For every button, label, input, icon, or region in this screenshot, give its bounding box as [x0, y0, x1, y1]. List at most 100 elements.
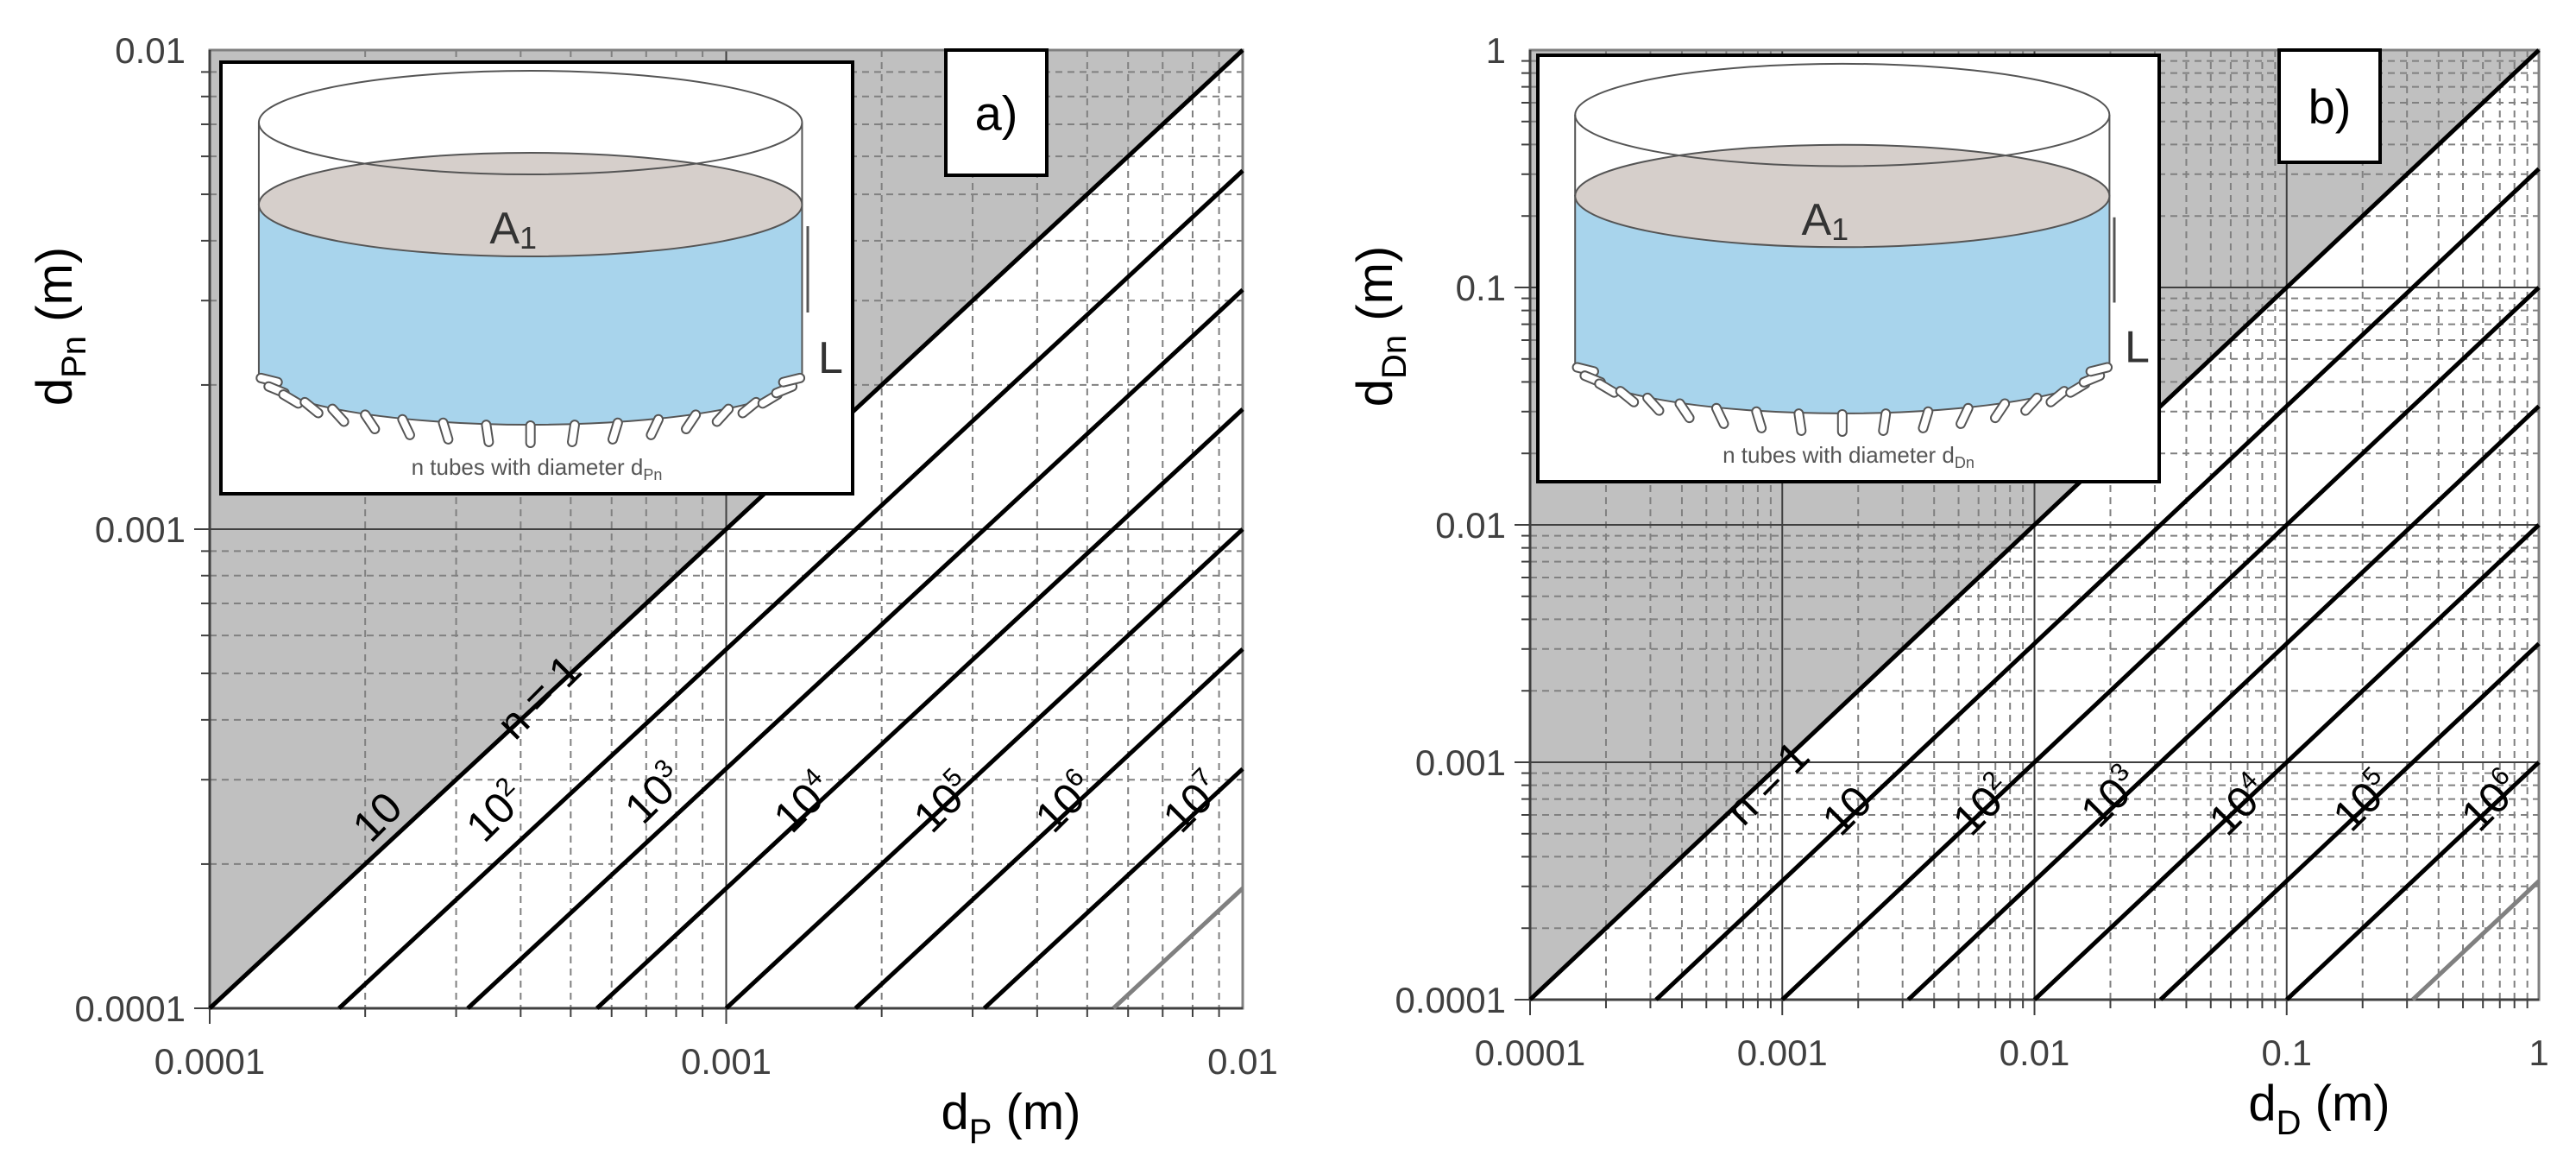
area-label-sub: 1: [1831, 211, 1849, 247]
x-axis-label-sub: P: [969, 1113, 992, 1149]
panel-badge-box: [944, 48, 1049, 177]
outlet-tube: [737, 396, 762, 419]
y-tick-label: 0.001: [95, 509, 186, 550]
series-line-10000: [724, 527, 1244, 1010]
outlet-tube: [681, 409, 702, 434]
x-tick-label: 0.001: [1737, 1032, 1828, 1073]
x-axis-label: dP (m): [941, 1084, 1080, 1149]
x-tick-label: 0.0001: [154, 1041, 265, 1082]
y-tick-label: 1: [1486, 30, 1506, 71]
outlet-tube: [1710, 402, 1729, 429]
series-line-1000000: [982, 767, 1244, 1010]
area-label: A1: [1801, 195, 1849, 247]
outlet-tube: [1990, 398, 2011, 424]
outlet-tube: [360, 409, 381, 434]
panel-label: b): [2308, 79, 2352, 134]
series-line-1000: [1906, 404, 2541, 1001]
y-axis-label-sub: Dn: [1376, 335, 1414, 379]
outlet-tube: [1615, 386, 1640, 407]
outlet-tube: [646, 414, 664, 440]
x-axis-label: dD (m): [2248, 1076, 2390, 1142]
y-tick-label: 0.001: [1415, 742, 1506, 783]
series-line-10: [337, 168, 1244, 1010]
x-tick-label: 0.0001: [1475, 1032, 1585, 1073]
x-axis-label-main: d: [941, 1084, 968, 1140]
series-line-10000000: [2411, 879, 2541, 1001]
inset-caption-sub: Pn: [643, 466, 662, 483]
x-tick-label: 0.001: [681, 1041, 772, 1082]
outlet-tube: [1674, 398, 1695, 424]
area-label-sub: 1: [520, 220, 537, 256]
outlet-tube: [566, 420, 580, 447]
area-label-main: A: [1801, 195, 1831, 245]
area-label-main: A: [489, 204, 520, 254]
y-axis-label-sub: Pn: [55, 336, 93, 378]
outlet-tube: [1793, 408, 1807, 436]
y-tick-label: 0.0001: [1395, 980, 1506, 1020]
x-tick-label: 1: [2529, 1032, 2548, 1073]
x-axis-label-sub: D: [2277, 1104, 2302, 1142]
outlet-tube: [1918, 406, 1934, 433]
outlet-tube: [711, 403, 734, 427]
series-line-100000: [853, 647, 1244, 1010]
inset-caption-main: n tubes with diameter d: [412, 454, 644, 480]
outlet-tube: [438, 417, 454, 445]
length-label: L: [2125, 323, 2150, 373]
inset-caption-main: n tubes with diameter d: [1723, 442, 1955, 468]
x-tick-label: 0.1: [2262, 1032, 2312, 1073]
series-label-1000: 103: [615, 754, 694, 832]
y-tick-label: 0.1: [1456, 268, 1506, 308]
x-axis-label-unit: (m): [2302, 1076, 2390, 1132]
series-line-1000: [595, 407, 1244, 1010]
outlet-tube: [778, 372, 806, 388]
y-axis-label-main: d: [27, 378, 83, 406]
series-line-100: [1780, 286, 2541, 1001]
series-line-1000000: [2285, 761, 2541, 1001]
x-axis-label-main: d: [2248, 1076, 2276, 1132]
panel-badge-box: [2277, 48, 2382, 164]
panel-label: a): [975, 86, 1018, 141]
inset-caption-sub: Dn: [1955, 454, 1975, 471]
x-tick-label: 0.01: [1207, 1041, 1278, 1082]
y-axis-label: dDn (m): [1347, 246, 1414, 407]
y-tick-label: 0.0001: [75, 988, 186, 1029]
series-label-10000000: 107: [1153, 763, 1231, 842]
outlet-tube: [299, 396, 324, 419]
outlet-tube: [1751, 406, 1767, 433]
outlet-tube: [1836, 408, 1848, 437]
y-axis-label: dPn (m): [27, 247, 93, 406]
outlet-tube: [1642, 392, 1665, 416]
series-line-10: [1654, 167, 2541, 1001]
series-line-100: [466, 287, 1244, 1010]
outlet-tube: [525, 420, 536, 448]
outlet-tube: [481, 420, 494, 447]
outlet-tube: [1878, 408, 1892, 436]
y-axis-label-unit: (m): [1347, 246, 1403, 335]
inset-caption: n tubes with diameter dDn: [1723, 442, 1975, 471]
outlet-tube: [397, 414, 415, 440]
outlet-tube: [1956, 402, 1974, 429]
y-tick-label: 0.01: [1435, 505, 1506, 546]
series-line-100000: [2158, 641, 2541, 1001]
panel-b: n = 1101021031041051061070.00010.0010.01…: [1347, 30, 2576, 1142]
series-label-10000: 104: [764, 763, 842, 842]
outlet-tube: [2020, 392, 2043, 416]
series-line-10000: [2032, 523, 2541, 1001]
series-line-1: [208, 48, 1244, 1010]
inset-caption: n tubes with diameter dPn: [412, 454, 663, 483]
outlet-tube: [608, 417, 623, 445]
x-tick-label: 0.01: [2000, 1032, 2070, 1073]
outlet-tube: [327, 403, 350, 427]
area-label: A1: [489, 204, 537, 256]
y-axis-label-unit: (m): [27, 247, 83, 336]
y-tick-label: 0.01: [115, 30, 186, 71]
y-axis-label-main: d: [1347, 379, 1403, 407]
series-line-10000000: [1112, 887, 1244, 1010]
outlet-tube: [2085, 362, 2113, 377]
series-label-1000: 103: [2071, 757, 2150, 836]
series-line-1: [1528, 48, 2541, 1001]
